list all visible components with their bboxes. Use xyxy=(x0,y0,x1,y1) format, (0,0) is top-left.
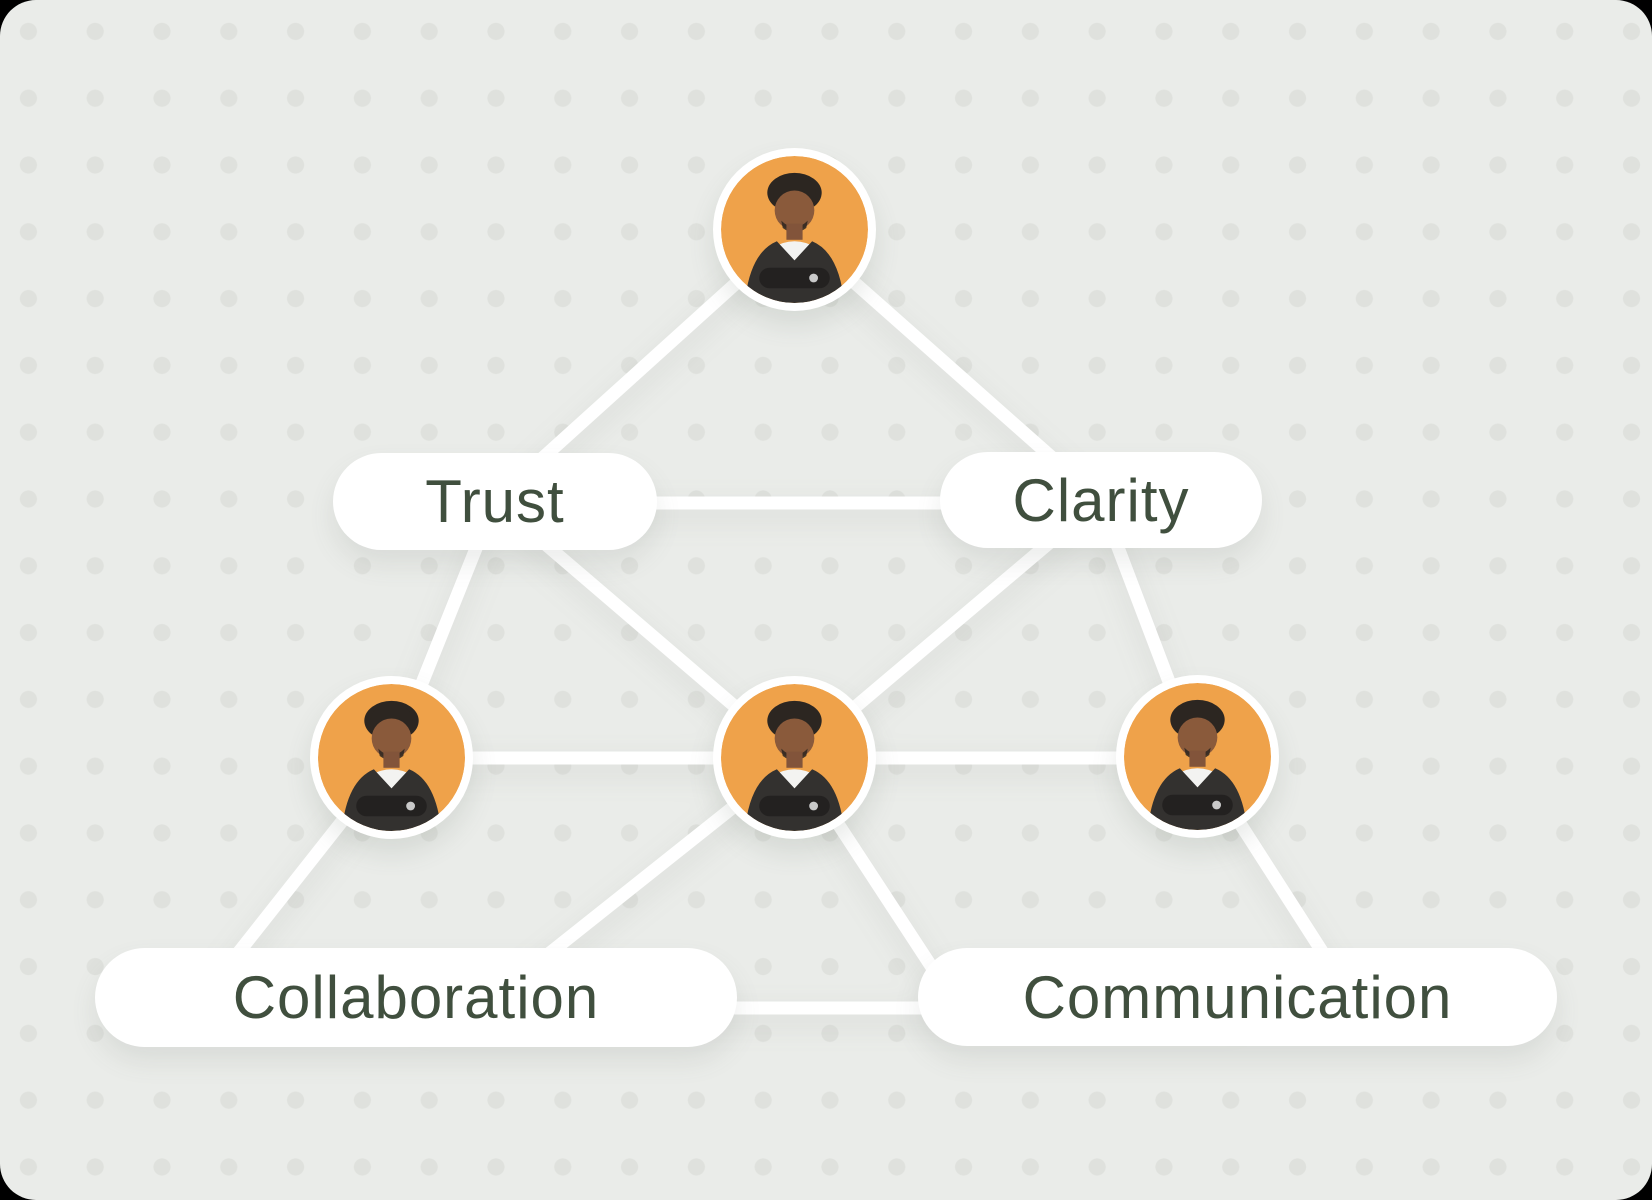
node-trust: Trust xyxy=(333,453,657,550)
avatar-left xyxy=(310,676,473,839)
avatar-top xyxy=(713,148,876,311)
node-trust-label: Trust xyxy=(425,468,565,535)
node-communication-label: Communication xyxy=(1022,963,1453,1031)
node-collaboration-label: Collaboration xyxy=(232,964,600,1031)
node-clarity-label: Clarity xyxy=(1012,466,1190,534)
person-portrait-icon xyxy=(1124,683,1271,830)
avatar-right xyxy=(1116,675,1279,838)
node-communication: Communication xyxy=(918,948,1557,1046)
person-portrait-icon xyxy=(721,684,868,831)
avatar-center xyxy=(713,676,876,839)
person-portrait-icon xyxy=(318,684,465,831)
person-portrait-icon xyxy=(721,156,868,303)
node-collaboration: Collaboration xyxy=(95,948,737,1047)
node-clarity: Clarity xyxy=(940,452,1262,548)
